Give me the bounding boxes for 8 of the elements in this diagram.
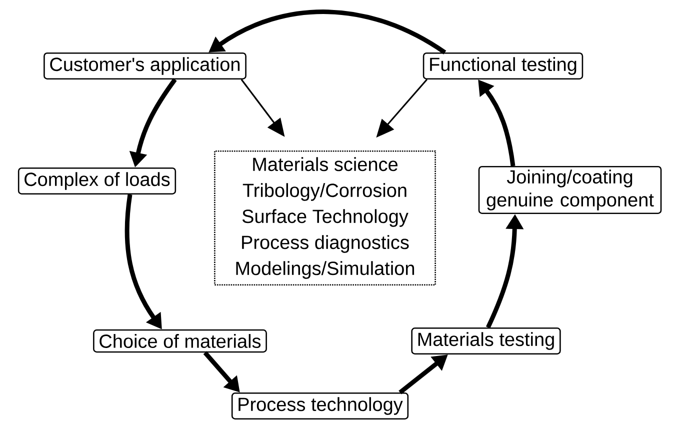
process-box: Complex of loads [18,167,176,194]
process-box: Process technology [231,392,409,420]
process-box: Choice of materials [93,329,267,353]
process-box: Materials testing [411,328,561,354]
dotted-box: Materials science Tribology/Corrosion Surface Technology Process diagnostics Modelings/Simulation [214,150,436,286]
process-box: Functional testing [422,52,584,80]
process-box: Customer's application [44,52,246,80]
process-box: Joining/coating genuine component [478,166,662,214]
